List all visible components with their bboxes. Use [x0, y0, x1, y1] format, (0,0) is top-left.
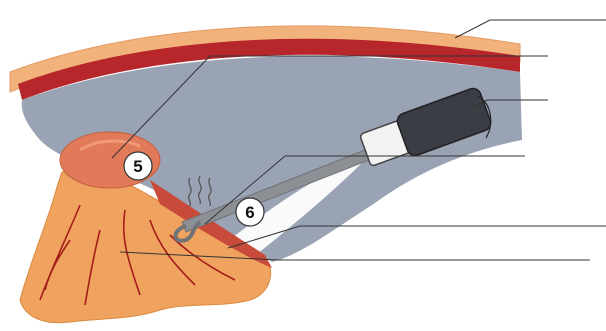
callout-5: 5: [124, 152, 152, 180]
callout-6: 6: [236, 198, 264, 226]
callout-label: 6: [245, 203, 254, 222]
callout-label: 5: [133, 157, 142, 176]
leader-line-1: [455, 20, 606, 38]
